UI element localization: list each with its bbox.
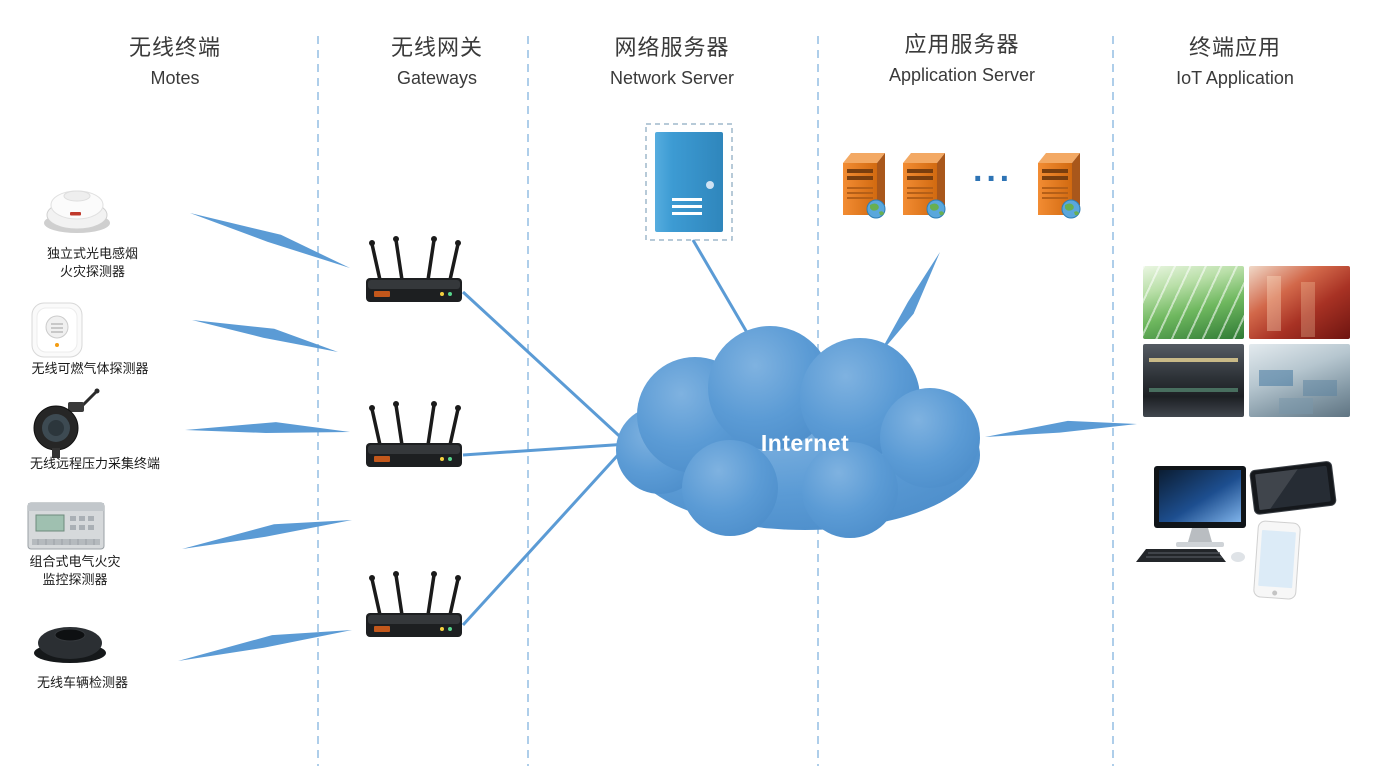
network-server-selection-border bbox=[645, 123, 733, 241]
column-header-application-server: 应用服务器 Application Server bbox=[842, 27, 1082, 86]
motes-title-zh: 无线终端 bbox=[128, 35, 221, 60]
smartphone-icon bbox=[1253, 520, 1301, 600]
lightning-link-gas-detector-gateway bbox=[192, 320, 338, 352]
app-server-ellipsis: ··· bbox=[973, 160, 1013, 198]
app-server-tower-3-icon bbox=[1037, 152, 1081, 219]
motes-title-en: Motes bbox=[150, 68, 200, 88]
app-image-parking-garage bbox=[1143, 344, 1244, 417]
lightning-link-smoke-detector-gateway bbox=[190, 213, 350, 268]
internet-label: Internet bbox=[760, 430, 850, 456]
gateways-title-en: Gateways bbox=[396, 68, 478, 88]
app-image-factory-aerial bbox=[1249, 344, 1350, 417]
device-label-electrical-fire-monitor: 组合式电气火灾 监控探测器 bbox=[29, 554, 121, 587]
app-image-industrial-equipment bbox=[1249, 266, 1350, 339]
device-label-pressure-terminal: 无线远程压力采集终端 bbox=[29, 456, 160, 471]
link-gateway2-cloud bbox=[462, 442, 629, 457]
pressure-terminal-icon bbox=[33, 388, 100, 458]
lightning-link-app-server-cloud bbox=[878, 252, 940, 356]
iot-application-title-zh: 终端应用 bbox=[1188, 35, 1281, 60]
internet-cloud-icon bbox=[616, 326, 980, 538]
app-server-tower-1-icon bbox=[842, 152, 886, 219]
network-server-icon bbox=[645, 123, 733, 241]
vehicle-detector-icon bbox=[34, 627, 106, 663]
application-server-title-zh: 应用服务器 bbox=[904, 32, 1020, 57]
lightning-link-cloud-applications bbox=[985, 420, 1137, 437]
gateway-router-3-icon bbox=[364, 569, 464, 639]
link-gateway1-cloud bbox=[461, 290, 630, 446]
lightning-link-vehicle-detector-gateway bbox=[178, 630, 352, 661]
application-server-title-en: Application Server bbox=[888, 65, 1036, 85]
app-image-greenhouse bbox=[1143, 266, 1244, 339]
device-label-smoke-detector: 独立式光电感烟 火灾探测器 bbox=[46, 246, 138, 279]
tablet-icon bbox=[1249, 461, 1337, 515]
lightning-link-electrical-detector-gateway bbox=[182, 520, 352, 549]
device-label-vehicle-detector: 无线车辆检测器 bbox=[36, 675, 128, 690]
column-header-iot-application: 终端应用 IoT Application bbox=[1125, 30, 1345, 89]
column-header-motes: 无线终端 Motes bbox=[75, 30, 275, 89]
gateway-router-1-icon bbox=[364, 234, 464, 304]
link-gateway3-cloud bbox=[461, 442, 630, 627]
smoke-detector-icon bbox=[44, 190, 110, 233]
desktop-computer-icon bbox=[1136, 466, 1246, 562]
app-server-tower-2-icon bbox=[902, 152, 946, 219]
device-label-gas-detector: 无线可燃气体探测器 bbox=[31, 361, 149, 376]
column-header-gateways: 无线网关 Gateways bbox=[337, 30, 537, 89]
electrical-fire-monitor-icon bbox=[27, 502, 105, 550]
network-server-title-zh: 网络服务器 bbox=[614, 35, 730, 60]
gas-detector-icon bbox=[31, 302, 83, 358]
lightning-link-pressure-terminal-gateway bbox=[185, 422, 350, 433]
iot-application-title-en: IoT Application bbox=[1176, 68, 1294, 88]
gateways-title-zh: 无线网关 bbox=[390, 35, 483, 60]
column-header-network-server: 网络服务器 Network Server bbox=[562, 30, 782, 89]
gateway-router-2-icon bbox=[364, 399, 464, 469]
network-server-title-en: Network Server bbox=[609, 68, 735, 88]
